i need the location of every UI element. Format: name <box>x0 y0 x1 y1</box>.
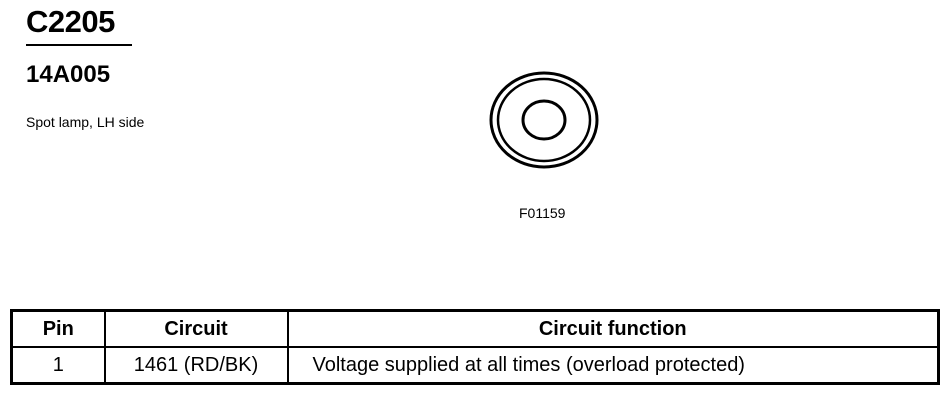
figure-code: F01159 <box>519 205 566 221</box>
connector-pin-cavity <box>521 99 567 141</box>
cell-pin: 1 <box>10 346 106 385</box>
connector-face-diagram <box>489 71 599 169</box>
connector-description: Spot lamp, LH side <box>26 114 145 130</box>
pin-table: Pin Circuit Circuit function 1 1461 (RD/… <box>10 309 940 385</box>
header-pin: Pin <box>10 309 106 348</box>
table-row: 1 1461 (RD/BK) Voltage supplied at all t… <box>10 346 940 385</box>
connector-inner-ring <box>496 77 592 163</box>
connector-id: C2205 <box>26 4 115 39</box>
header-circuit-function: Circuit function <box>286 309 940 348</box>
table-header-row: Pin Circuit Circuit function <box>10 309 940 348</box>
cell-circuit: 1461 (RD/BK) <box>103 346 289 385</box>
connector-outer-ring <box>489 71 599 169</box>
header-circuit: Circuit <box>103 309 289 348</box>
part-number: 14A005 <box>26 61 111 88</box>
cell-circuit-function: Voltage supplied at all times (overload … <box>286 346 940 385</box>
connector-id-underline <box>26 44 132 46</box>
